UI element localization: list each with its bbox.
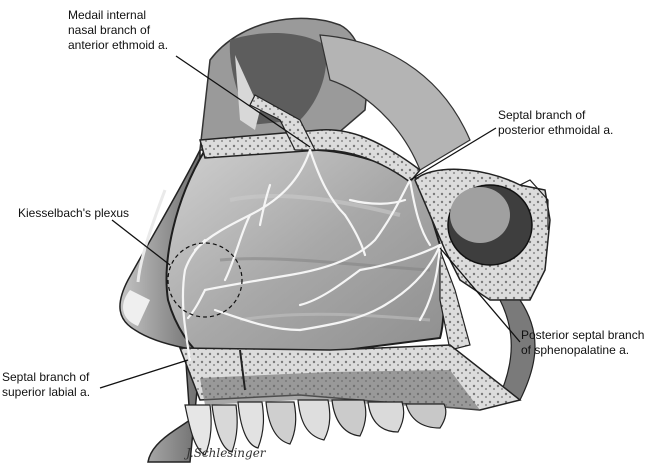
septal-arteries <box>181 148 442 362</box>
label-medial-internal-nasal-branch: Medail internal nasal branch of anterior… <box>68 8 169 52</box>
leader-lines <box>99 55 521 389</box>
upper-teeth <box>184 399 447 456</box>
hard-palate <box>178 344 522 411</box>
skull-upper <box>199 17 471 171</box>
kiesselbach-plexus-circle <box>167 242 243 318</box>
sphenoid-sinus <box>414 168 551 301</box>
leader-septal-posterior-ethmoidal <box>409 127 497 181</box>
label-kiesselbach-plexus: Kiesselbach's plexus <box>18 206 130 220</box>
label-posterior-septal-branch-sphenopalatine: Posterior septal branch of sphenopalatin… <box>521 328 645 357</box>
leader-posterior-septal-sphenopalatine <box>439 247 521 343</box>
label-septal-branch-superior-labial: Septal branch of superior labial a. <box>2 370 91 399</box>
artist-signature: J.Schlesinger <box>186 446 266 460</box>
leader-septal-superior-labial <box>99 359 189 389</box>
leader-medial-internal-nasal <box>175 55 311 148</box>
leader-kiesselbach <box>111 219 171 266</box>
label-septal-branch-posterior-ethmoidal: Septal branch of posterior ethmoidal a. <box>498 108 614 137</box>
bony-frame <box>199 94 471 351</box>
